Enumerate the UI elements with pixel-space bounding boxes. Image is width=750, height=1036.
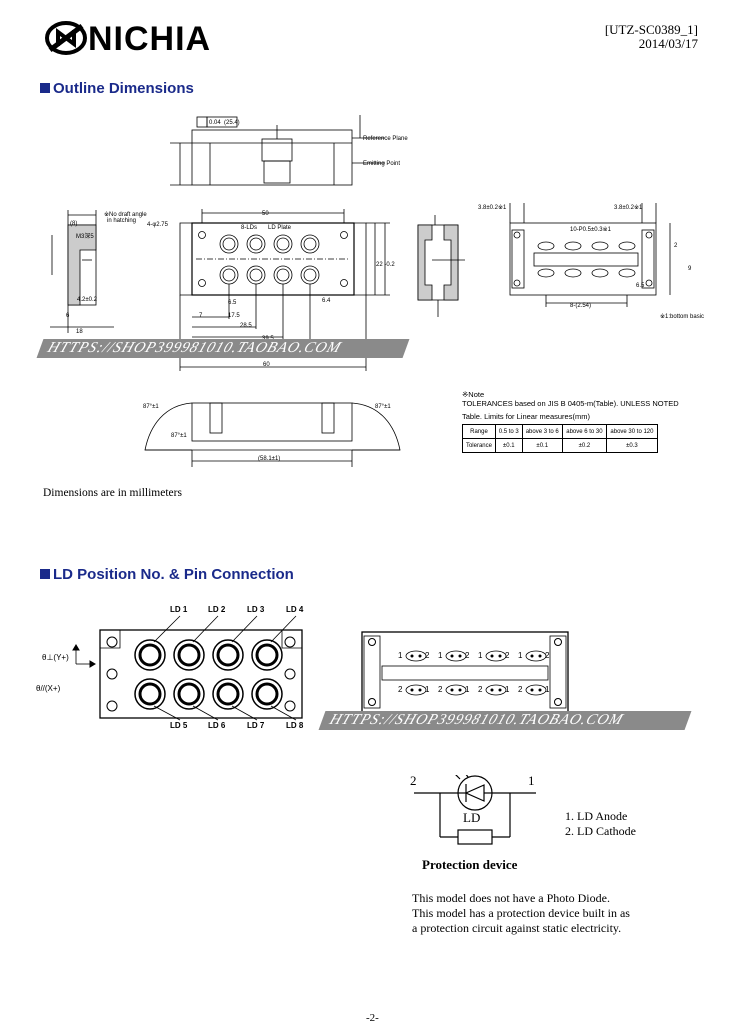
ld-label: LD 8 [286, 721, 304, 730]
ld-label: LD 6 [208, 721, 226, 730]
pin-label: 2 [545, 651, 550, 660]
dim-65: 6.5 [228, 300, 237, 306]
pin-label: 2 [518, 685, 523, 694]
bottom-basic-note: ※1:bottom basic [660, 314, 705, 320]
dim-18: 18 [76, 329, 83, 335]
dim-9: 9 [688, 266, 692, 272]
m3-label: M3深5 [76, 234, 94, 240]
protection-device-label: Protection device [422, 857, 518, 872]
watermark: HTTPS://SHOP399981010.TAOBAO.COM [318, 711, 692, 730]
pitch-8: 8-(2.54) [570, 303, 592, 309]
lds-label: 8-LDs [241, 225, 258, 231]
pin-label: 1 [518, 651, 523, 660]
logo-text: NICHIA [88, 20, 212, 58]
ld-plate-label: LD Plate [268, 225, 292, 231]
dim-285: 28.5 [240, 323, 252, 329]
in-hatching-label: in hatching [107, 218, 137, 224]
emitting-point-label: Emitting Point [363, 161, 401, 167]
dim-6: 6 [66, 313, 70, 319]
no-draft-label: ※No draft angle [104, 212, 147, 218]
pin-label: 1 [545, 685, 550, 694]
pin-label: 2 [398, 685, 403, 694]
doc-date: 2014/03/17 [638, 36, 698, 51]
page-number: -2- [366, 1012, 379, 1024]
dim-38b: 3.8±0.2※1 [614, 205, 643, 211]
ld-module-back [361, 631, 569, 713]
hole-label: 4-φ2.75 [147, 222, 168, 228]
dim-64: 6.4 [322, 298, 331, 304]
dim-22: 22 -0.2 [376, 262, 395, 268]
pin-label: 1 [425, 685, 430, 694]
top-side-view [170, 115, 385, 186]
axis-y-label: θ⊥(Y+) [42, 653, 69, 662]
nichia-logo-icon [45, 21, 87, 55]
dim-65b: 6.5 [636, 283, 645, 289]
dim-note: Dimensions are in millimeters [43, 487, 182, 499]
dim-7: 7 [199, 313, 203, 319]
dim-label: (25.4) [224, 120, 240, 126]
ref-plane-label: Reference Plane [363, 136, 408, 142]
ld-pitch: 10-P0.5±0.3※1 [570, 227, 612, 233]
dim-bottom: (58.1±1) [258, 456, 281, 462]
dim-38: 3.8±0.2※1 [478, 205, 507, 211]
angle-inner: 87°±1 [171, 433, 187, 439]
description: This model does not have a Photo Diode. … [412, 891, 630, 935]
watermark: HTTPS://SHOP399981010.TAOBAO.COM [36, 339, 410, 358]
ld-module-front [72, 615, 303, 721]
ld-label: LD 1 [170, 605, 188, 614]
ld-label: LD 7 [247, 721, 265, 730]
tolerance-note: ※Note TOLERANCES based on JIS B 0405-m(T… [462, 390, 679, 421]
circuit-ld-label: LD [463, 810, 481, 825]
pin-label: 2 [478, 685, 483, 694]
circuit-diagram [414, 775, 536, 845]
pin-label: 2 [425, 651, 430, 660]
ld-label: LD 5 [170, 721, 188, 730]
ld-label: LD 3 [247, 605, 265, 614]
outline-title: Outline Dimensions [40, 80, 194, 97]
axis-x-label: θ//(X+) [36, 684, 61, 693]
dim-42: 4.2±0.2 [77, 297, 97, 303]
pin-label: 2 [438, 685, 443, 694]
cross-section-view [417, 215, 465, 317]
pin-label: 1 [398, 651, 403, 660]
doc-id: [UTZ-SC0389_1] 2014/03/17 [605, 23, 698, 51]
pin-label: 1 [465, 685, 470, 694]
circuit-pin1: 1 [528, 773, 535, 788]
pin-label: 2 [505, 651, 510, 660]
table-row: Tolerance ±0.1 ±0.1 ±0.2 ±0.3 [462, 438, 659, 453]
left-end-view [50, 210, 114, 333]
angle-left: 87°±1 [143, 404, 159, 410]
pin-legend: 1. LD Anode 2. LD Cathode [565, 809, 636, 838]
angle-right: 87°±1 [375, 404, 391, 410]
flatness-label: 0.04 [209, 120, 221, 126]
tolerance-table: Range 0.5 to 3 above 3 to 6 above 6 to 3… [462, 424, 659, 453]
pin-section-title: LD Position No. & Pin Connection [40, 566, 294, 583]
ld-label: LD 2 [208, 605, 226, 614]
table-row: Range 0.5 to 3 above 3 to 6 above 6 to 3… [462, 424, 659, 439]
doc-code: [UTZ-SC0389_1] [604, 22, 698, 37]
pin-label: 1 [478, 651, 483, 660]
square-bullet-icon [40, 569, 50, 579]
pin-label: 1 [438, 651, 443, 660]
dim-2: 2 [674, 243, 678, 249]
dim-8: (8) [70, 221, 78, 227]
square-bullet-icon [40, 83, 50, 93]
bottom-side-view [144, 402, 401, 467]
dim-60: 60 [263, 362, 270, 368]
pin-label: 1 [505, 685, 510, 694]
dim-175: 17.5 [228, 313, 240, 319]
circuit-pin2: 2 [410, 773, 417, 788]
pin-label: 2 [465, 651, 470, 660]
bottom-view [509, 203, 671, 307]
dim-50: 50 [262, 211, 269, 217]
ld-label: LD 4 [286, 605, 304, 614]
